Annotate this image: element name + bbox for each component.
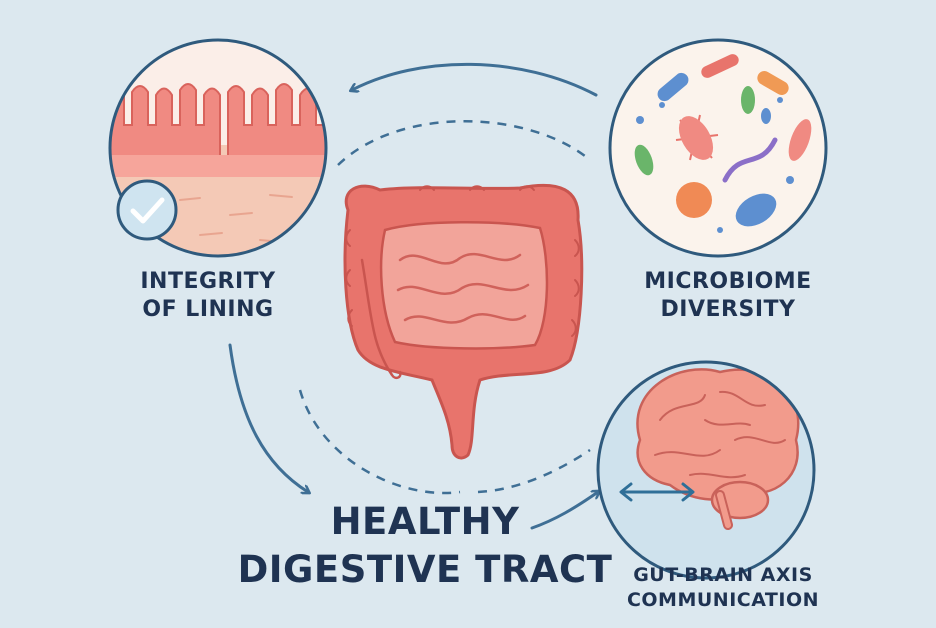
check-icon [116,179,178,241]
lining-label-line1: INTEGRITY [140,269,276,294]
center-title: HEALTHY DIGESTIVE TRACT [230,498,620,594]
double-arrow-icon [619,482,695,502]
gut-brain-label-line1: GUT-BRAIN AXIS [633,564,813,586]
brain-icon [636,368,800,501]
lining-label-line2: OF LINING [142,296,274,322]
microbiome-label-line1: MICROBIOME [644,269,812,294]
lining-label: INTEGRITY OF LINING [108,268,308,323]
cycle-arrows [228,62,598,530]
intestine-illustration [343,183,584,460]
microbiome-circle [608,38,828,258]
dashed-cycle [298,120,591,495]
center-title-line1: HEALTHY [330,500,520,543]
center-title-line2: DIGESTIVE TRACT [237,548,613,592]
brain-circle [596,360,816,580]
arrow-lining-to-center [228,343,308,492]
gut-brain-label-line2: COMMUNICATION [626,588,820,611]
gut-brain-label: GUT-BRAIN AXIS COMMUNICATION [610,563,836,612]
microbiome-label-line2: DIVERSITY [660,296,796,322]
microbiome-label: MICROBIOME DIVERSITY [618,268,838,323]
arrow-microbiome-to-lining [352,62,598,97]
arrow-center-to-brain [530,492,598,530]
